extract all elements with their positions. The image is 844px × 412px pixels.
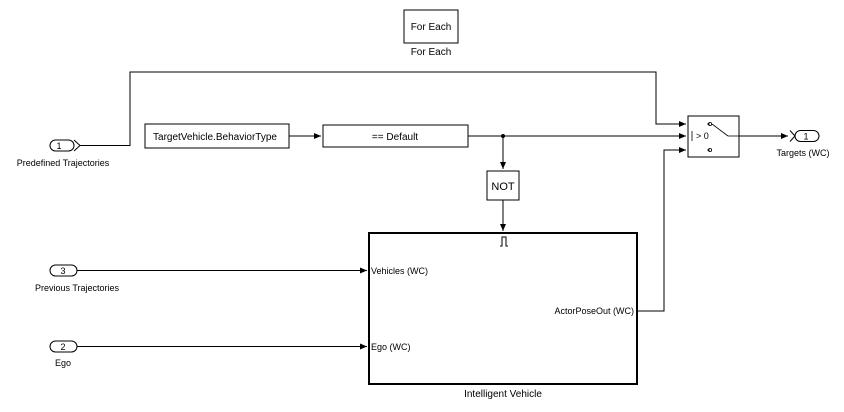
outport-label: Targets (WC) bbox=[776, 148, 829, 158]
ego-port-label: Ego (WC) bbox=[371, 342, 411, 352]
inport-number: 3 bbox=[60, 266, 65, 276]
for-each-label: For Each bbox=[411, 22, 452, 33]
intelligent-vehicle-subsystem[interactable]: Vehicles (WC) Ego (WC) ActorPoseOut (WC) bbox=[368, 232, 638, 385]
inport-number: 2 bbox=[60, 342, 65, 352]
inport-label: Ego bbox=[55, 358, 71, 368]
actor-pose-out-port-label: ActorPoseOut (WC) bbox=[554, 306, 634, 316]
switch-block[interactable]: > 0 bbox=[687, 115, 740, 158]
inport-label: Previous Trajectories bbox=[35, 283, 120, 293]
not-block[interactable]: NOT bbox=[486, 170, 520, 201]
inport-label: Predefined Trajectories bbox=[17, 158, 110, 168]
compare-default-label: == Default bbox=[372, 132, 418, 143]
vehicles-port-label: Vehicles (WC) bbox=[371, 266, 428, 276]
intelligent-vehicle-caption: Intelligent Vehicle bbox=[464, 389, 542, 400]
inport-number: 1 bbox=[56, 141, 61, 151]
for-each-block[interactable]: For Each bbox=[403, 9, 459, 44]
behavior-type-block[interactable]: TargetVehicle.BehaviorType bbox=[144, 123, 290, 149]
branch-point bbox=[501, 134, 505, 138]
signal-predefined-to-switch[interactable] bbox=[80, 71, 686, 146]
switch-threshold-label: > 0 bbox=[696, 131, 709, 141]
not-label: NOT bbox=[491, 181, 515, 193]
compare-default-block[interactable]: == Default bbox=[322, 124, 469, 148]
inport-previous-trajectories[interactable]: 3 bbox=[49, 264, 78, 277]
inport-ego[interactable]: 2 bbox=[49, 340, 78, 353]
trigger-pulse-icon bbox=[500, 236, 508, 247]
behavior-type-label: TargetVehicle.BehaviorType bbox=[153, 132, 277, 143]
for-each-caption: For Each bbox=[411, 47, 452, 58]
signal-actorpose-to-switch[interactable] bbox=[637, 147, 686, 312]
outport-targets[interactable]: 1 bbox=[789, 130, 820, 142]
outport-number: 1 bbox=[803, 132, 808, 142]
inport-predefined-trajectories[interactable]: 1 bbox=[49, 139, 81, 152]
